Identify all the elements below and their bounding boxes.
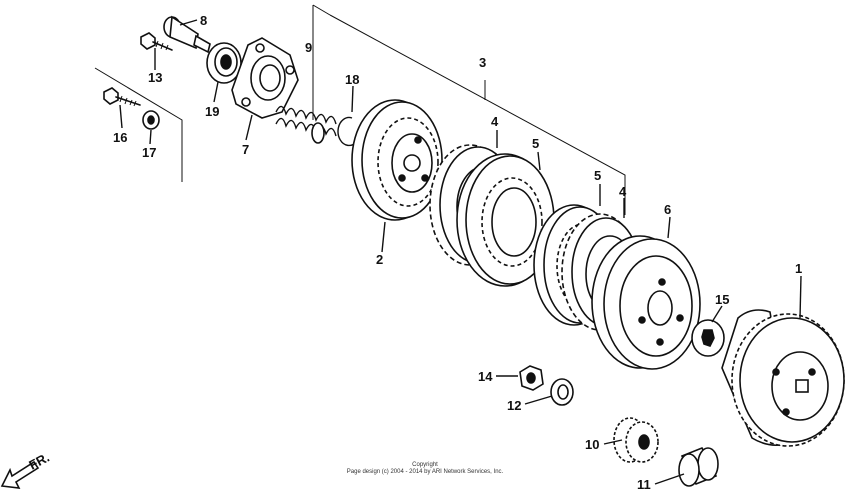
label-part-16: 16 xyxy=(113,130,127,145)
copyright-line-1: Copyright xyxy=(412,462,438,468)
clutch-center-part-2 xyxy=(351,99,443,221)
group-bracket-3 xyxy=(329,14,626,215)
copyright-line-2: Page design (c) 2004 - 2014 by ARI Netwo… xyxy=(346,469,504,475)
label-part-6: 6 xyxy=(664,202,671,217)
washer-part-17 xyxy=(142,110,160,130)
nut-part-14 xyxy=(519,365,544,391)
pressure-plate-part-6 xyxy=(591,235,701,370)
label-part-10: 10 xyxy=(585,437,599,452)
label-part-5-a: 5 xyxy=(532,136,539,151)
clutch-outer-part-1 xyxy=(721,309,845,447)
label-part-5-b: 5 xyxy=(594,168,601,183)
bearing-part-19 xyxy=(206,42,242,84)
group-bracket-9 xyxy=(312,4,331,120)
label-part-13: 13 xyxy=(148,70,162,85)
gear-part-10 xyxy=(613,417,659,463)
bolt-part-13 xyxy=(140,32,173,51)
lifter-plate-part-7 xyxy=(231,37,299,119)
label-part-3: 3 xyxy=(479,55,486,70)
bushing-part-11 xyxy=(678,446,719,487)
label-part-18: 18 xyxy=(345,72,359,87)
label-part-15: 15 xyxy=(715,292,729,307)
clutch-plate-part-5-a xyxy=(456,153,555,287)
label-part-7: 7 xyxy=(242,142,249,157)
label-part-14: 14 xyxy=(478,369,493,384)
label-part-19: 19 xyxy=(205,104,219,119)
label-part-1: 1 xyxy=(795,261,802,276)
label-part-17: 17 xyxy=(142,145,156,160)
label-part-4-b: 4 xyxy=(619,184,627,199)
bolt-part-16 xyxy=(103,87,141,107)
label-part-8: 8 xyxy=(200,13,207,28)
label-part-2: 2 xyxy=(376,252,383,267)
leader-lines xyxy=(119,19,802,485)
spring-part-9 xyxy=(275,105,337,144)
label-part-4-a: 4 xyxy=(491,114,499,129)
label-part-12: 12 xyxy=(507,398,521,413)
pin-part-8 xyxy=(163,15,211,54)
label-part-11: 11 xyxy=(637,477,651,492)
group-bracket-left xyxy=(94,67,183,182)
lock-washer-part-15 xyxy=(691,319,725,357)
washer-part-12 xyxy=(550,378,574,406)
label-part-9: 9 xyxy=(305,40,312,55)
